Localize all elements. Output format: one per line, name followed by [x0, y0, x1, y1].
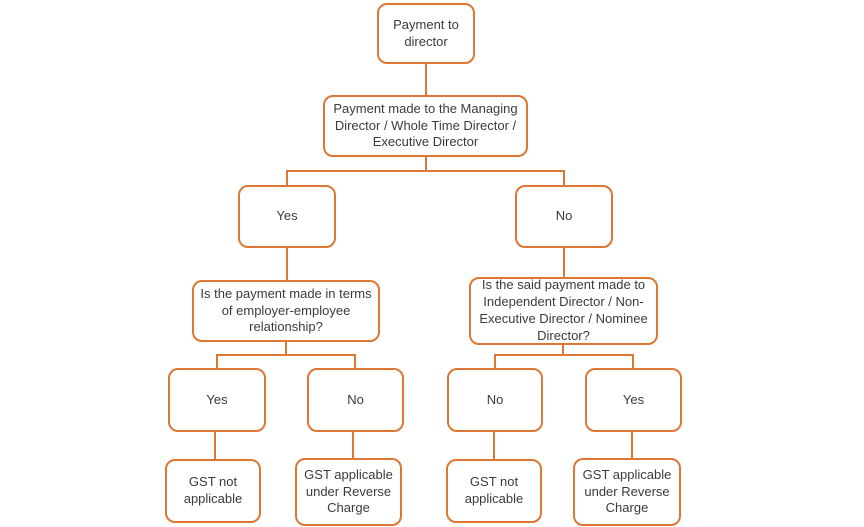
connector-no-l3-to-gst-rc — [352, 432, 354, 459]
node-no-employer-relation: No — [307, 368, 404, 432]
node-question-employer-employee: Is the payment made in terms of employer… — [192, 280, 380, 342]
node-gst-reverse-charge-right: GST applicable under Reverse Charge — [573, 458, 681, 526]
node-question-managing-director: Payment made to the Managing Director / … — [323, 95, 528, 157]
node-no-independent-director: No — [447, 368, 543, 432]
connector-root-to-q-managing — [425, 64, 427, 96]
node-question-independent-director: Is the said payment made to Independent … — [469, 277, 658, 345]
connector-no-r3-to-gst-not — [493, 432, 495, 460]
connector-to-no-l3 — [354, 354, 356, 369]
connector-branch-left-row3 — [216, 354, 356, 356]
node-label: GST not applicable — [464, 474, 524, 506]
connector-no-r2-to-q-independent — [563, 248, 565, 278]
connector-branch-right-row3 — [494, 354, 634, 356]
node-gst-reverse-charge-left: GST applicable under Reverse Charge — [295, 458, 402, 526]
node-label: Payment to director — [393, 16, 459, 49]
connector-q-employer-stub — [285, 342, 287, 356]
node-no-managing: No — [515, 185, 613, 248]
connector-to-yes-l2 — [286, 170, 288, 186]
node-label: Yes — [276, 208, 298, 224]
node-label: GST applicable under Reverse Charge — [304, 466, 393, 516]
node-gst-not-applicable-left: GST not applicable — [165, 459, 261, 523]
node-yes-independent-director: Yes — [585, 368, 682, 432]
node-label: GST applicable under Reverse Charge — [582, 466, 672, 516]
node-label: Yes — [206, 391, 228, 407]
node-label: No — [486, 391, 504, 407]
node-gst-not-applicable-right: GST not applicable — [446, 459, 542, 523]
connector-yes-l2-to-q-employer — [286, 248, 288, 281]
node-label: Yes — [622, 391, 645, 407]
connector-branch-row2 — [286, 170, 565, 172]
node-label: GST not applicable — [183, 474, 243, 506]
node-label: No — [555, 208, 573, 224]
node-yes-managing: Yes — [238, 185, 336, 248]
node-yes-employer-relation: Yes — [168, 368, 266, 432]
connector-to-no-r3 — [494, 354, 496, 369]
connector-yes-r3-to-gst-rc — [631, 432, 633, 459]
node-label: No — [347, 391, 364, 407]
node-label: Is the said payment made to Independent … — [479, 277, 648, 343]
connector-to-yes-r3 — [632, 354, 634, 369]
connector-to-yes-l3 — [216, 354, 218, 369]
connector-to-no-r2 — [563, 170, 565, 186]
node-payment-to-director: Payment to director — [377, 3, 475, 64]
node-label: Payment made to the Managing Director / … — [333, 100, 518, 150]
connector-q-independent-stub — [562, 345, 564, 356]
connector-yes-l3-to-gst-not — [214, 432, 216, 460]
connector-q-managing-stub — [425, 157, 427, 172]
node-label: Is the payment made in terms of employer… — [200, 285, 372, 335]
